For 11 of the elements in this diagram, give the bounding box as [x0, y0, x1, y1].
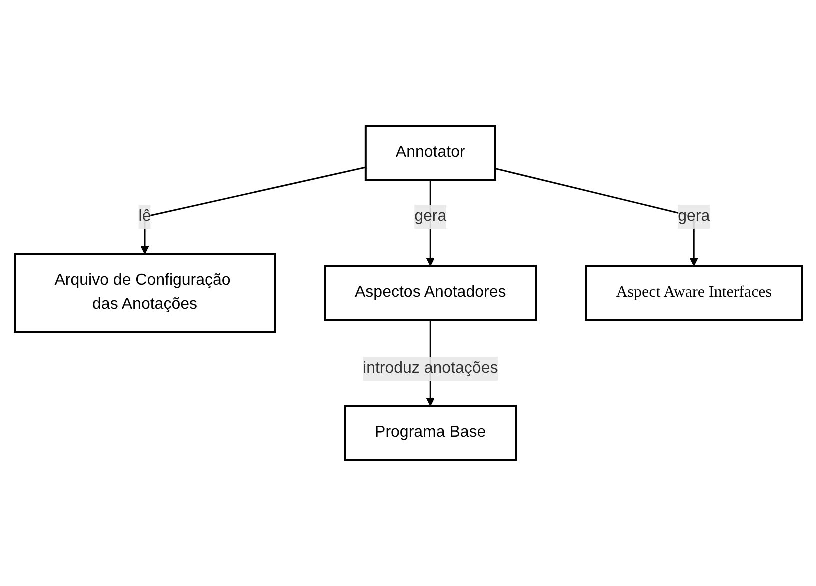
node-box: Aspectos Anotadores — [324, 265, 537, 321]
node-box: Aspect Aware Interfaces — [584, 265, 802, 321]
node-box: Programa Base — [344, 405, 517, 461]
node-box: Arquivo de Configuração das Anotações — [14, 253, 276, 333]
edge-label: gera — [678, 208, 710, 225]
arrow — [140, 166, 366, 254]
edge-label: introduz anotações — [362, 360, 498, 377]
edge-label: gera — [414, 208, 446, 225]
edge-label: lê — [138, 208, 151, 225]
arrow — [494, 168, 698, 266]
node-box: Annotator — [364, 125, 496, 181]
